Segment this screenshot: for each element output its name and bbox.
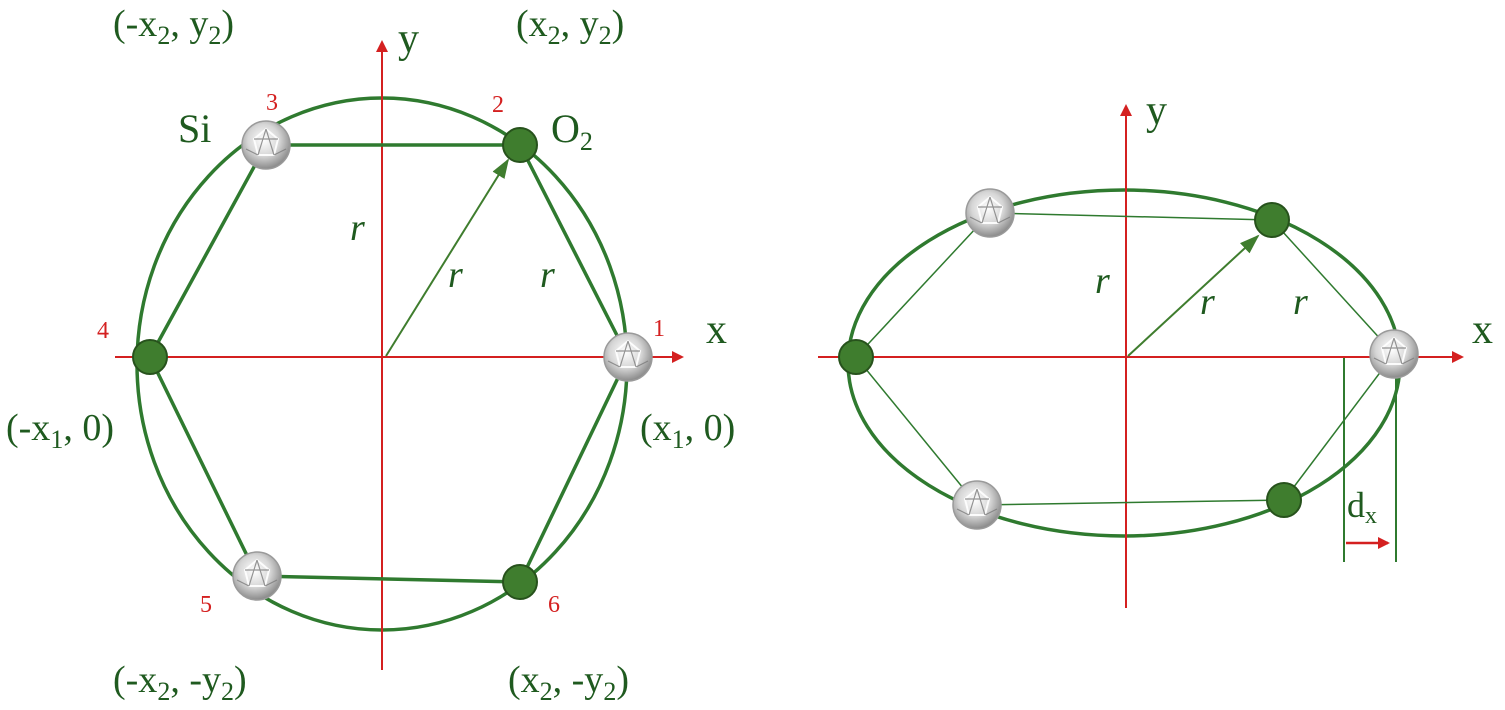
left-r-label-vertical: r [350, 207, 365, 249]
right-hexagon-bonds [855, 212, 1395, 506]
site-number-3: 3 [266, 90, 278, 116]
right-si-atom-3 [965, 188, 1015, 238]
left-si-atom-5 [232, 551, 282, 601]
coord-label-minus-x2-y2: (-x2, y2) [113, 3, 234, 50]
left-o-atom-6 [502, 564, 538, 600]
left-o-atom-2 [502, 127, 538, 163]
coord-label-x1-0: (x1, 0) [640, 407, 735, 454]
coord-label-x2-y2: (x2, y2) [516, 3, 624, 50]
left-radius-vector [385, 158, 510, 357]
right-ring-ellipse [846, 188, 1402, 538]
right-r-label-bond: r [1293, 281, 1308, 323]
right-r-label-diagonal: r [1200, 281, 1215, 323]
right-radius-vector [1127, 234, 1260, 357]
site-number-1: 1 [653, 316, 665, 342]
right-o-atom-4 [838, 339, 874, 375]
left-hexagon-bonds [148, 143, 630, 584]
left-o-atom-4 [132, 339, 168, 375]
right-si-atom-1 [1369, 329, 1419, 379]
species-label-o2: O2 [551, 106, 593, 156]
right-x-axis-label: x [1472, 307, 1493, 353]
right-y-axis-label: y [1146, 88, 1167, 134]
right-o-atom-2 [1254, 202, 1290, 238]
left-r-label-diagonal: r [448, 254, 463, 296]
left-si-atom-1 [603, 332, 653, 382]
left-r-label-bond: r [540, 254, 555, 296]
left-panel: 1 2 3 4 5 6 Si O2 y x r r r (-x2, y2) (x… [6, 3, 735, 706]
right-si-atom-5 [952, 480, 1002, 530]
right-o-atom-6 [1266, 482, 1302, 518]
site-number-2: 2 [492, 92, 504, 118]
left-y-axis-label: y [398, 16, 419, 62]
species-label-si: Si [178, 106, 211, 151]
site-number-5: 5 [200, 592, 212, 618]
site-number-6: 6 [548, 592, 560, 618]
left-x-axis-label: x [706, 307, 727, 353]
coord-label-minus-x2-minus-y2: (-x2, -y2) [113, 659, 247, 706]
site-number-4: 4 [97, 318, 109, 344]
right-r-label-vertical: r [1095, 260, 1110, 302]
coord-label-x2-minus-y2: (x2, -y2) [508, 659, 629, 706]
left-si-atom-3 [241, 120, 291, 170]
coord-label-minus-x1-0: (-x1, 0) [6, 407, 114, 454]
right-panel: y x r r r dx [818, 88, 1493, 608]
dx-label: dx [1347, 485, 1377, 529]
